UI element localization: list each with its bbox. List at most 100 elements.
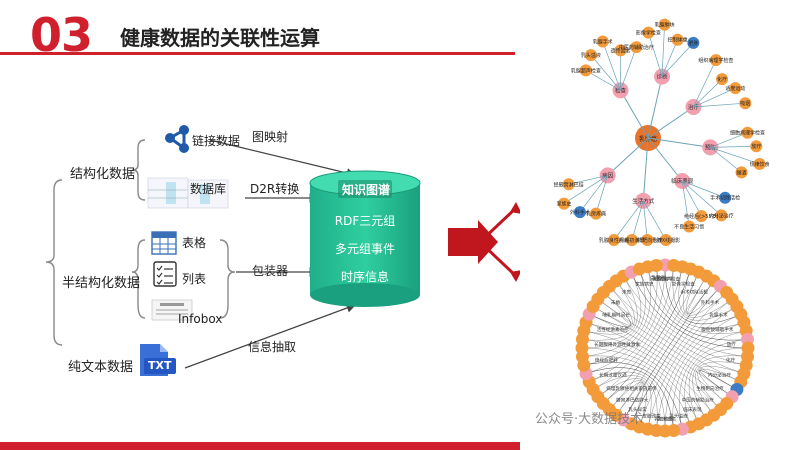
graph-leaf-label: 生物靶向治疗: [632, 237, 662, 244]
bracket-semi: [131, 239, 146, 319]
graph-leaf-node: [579, 64, 592, 77]
watermark: 公众号·大数据技术: [535, 412, 644, 427]
ring-label: 长期过量饮酒: [599, 371, 627, 378]
graph-leaf-node: [607, 234, 620, 246]
ring-label: 未婚: [611, 299, 621, 306]
page-title: 健康数据的关联性运算: [120, 26, 320, 50]
cylinder-event: 多元组事件: [334, 242, 395, 256]
arrow-graph-mapping: [209, 139, 357, 178]
graph-leaf-label: 规律饮食: [750, 161, 770, 168]
txt-label: TXT: [148, 359, 172, 372]
graph-leaf-label: 不良生活习惯: [674, 223, 704, 230]
graph-leaf-node: [739, 97, 752, 110]
graph-leaf-node: [753, 157, 766, 170]
arrow-extraction: [184, 303, 357, 369]
ring-label: 乳头溢液: [669, 412, 688, 419]
ring-label: 内分泌治疗: [708, 371, 731, 378]
graph-leaf-label: 遗传因素: [611, 47, 631, 54]
graph-leaf-node: [584, 49, 597, 62]
list-icon: [153, 261, 177, 287]
graph-leaf-label: 乳腺手术: [593, 38, 613, 45]
bottom-bar: [0, 442, 520, 450]
graph-leaf-node: [709, 54, 722, 67]
ring-label: 腋窝淋巴结肿大: [616, 397, 649, 404]
table-icon: [151, 231, 177, 255]
graph-hub-label: 病因: [602, 171, 614, 179]
ring-label: 临床表现: [683, 406, 702, 413]
graph-leaf-node: [642, 26, 655, 39]
ring-label: 生物靶向治疗: [696, 385, 724, 392]
database-label: 数据库: [190, 182, 227, 196]
graph-leaf-node: [683, 220, 696, 233]
ring-label: 乳腺癌: [651, 274, 665, 281]
linked-data-label: 链接数据: [192, 134, 241, 148]
graph-leaf-label: 适度运动: [725, 85, 745, 92]
graph-leaf-node: [687, 36, 700, 49]
ring-label: 乳头凹陷: [657, 416, 676, 423]
ring-label: 腹腔镜辅助手术: [701, 326, 734, 333]
graph-leaf-label: 影像学检查: [636, 30, 661, 37]
graph-leaf-node: [719, 191, 732, 204]
graph-leaf-label: 乳腺X线摄影: [652, 237, 680, 244]
graph-leaf-node: [735, 166, 748, 179]
graph-leaf-node: [671, 33, 684, 46]
table-label: 表格: [182, 236, 207, 250]
pipeline-diagram: [45, 125, 520, 376]
graph-leaf-label: 乳腺超声检查: [571, 67, 601, 74]
wrapper-label: 包装器: [252, 264, 289, 278]
ring-label: 影像学检查: [672, 281, 695, 288]
graph-mapping-label: 图映射: [252, 130, 289, 144]
ring-label: 绝经后肥胖: [595, 356, 618, 363]
graph-leaf-label: 细胞病理学检查: [730, 130, 765, 137]
graph-hub-node: [674, 173, 691, 190]
graph-leaf-node: [625, 234, 638, 246]
ring-label: 病理乳腺癌相关家族遗传: [606, 385, 657, 392]
extraction-label: 信息抽取: [248, 340, 297, 354]
graph-leaf-label: 肥胖: [688, 40, 698, 47]
ring-label: 乳头异常: [628, 406, 647, 413]
ring-node: [649, 258, 663, 272]
header-divider: [0, 52, 515, 55]
ring-label: 放疗: [727, 341, 737, 348]
graph-leaf-node: [750, 140, 763, 153]
knowledge-graph-visuals: 乳腺癌检查诊断治疗预防临床表现生活方式病因乳腺超声检查影像学检查组织病理学检查细…: [554, 18, 770, 438]
graph-leaf-label: 酗酒: [737, 169, 747, 176]
database-icon: [147, 177, 229, 209]
list-label: 列表: [182, 272, 207, 286]
graph-leaf-label: 手术切除活检: [710, 195, 740, 202]
graph-leaf-label: 内分泌治疗: [709, 212, 734, 219]
cylinder-title: 知识图谱: [341, 183, 390, 197]
ring-label: 中医药辅助治疗: [682, 397, 715, 404]
graph-leaf-label: 经腋窝淋巴结: [554, 181, 584, 188]
structured-data-label: 结构化数据: [70, 167, 136, 182]
graph-leaf-label: 乳房疼痛: [586, 211, 606, 218]
infobox-icon: [151, 299, 193, 321]
graph-leaf-label: 家族史: [556, 201, 571, 208]
graph-leaf-node: [695, 210, 708, 223]
graph-leaf-node: [641, 234, 654, 246]
ring-label: 月经初潮早: [650, 276, 673, 283]
cylinder-rdf: RDF三元组: [334, 214, 396, 228]
graph-leaf-node: [729, 82, 742, 95]
bracket-main: [45, 179, 63, 346]
graph-leaf-node: [614, 44, 627, 57]
graph-leaf-node: [659, 234, 672, 246]
ring-label: 活性经激素治疗: [597, 326, 630, 333]
graph-leaf-label: 放疗: [751, 143, 761, 150]
txt-file-icon: [140, 344, 176, 376]
bracket-structured: [131, 139, 146, 201]
ring-label: 家族病史: [635, 281, 654, 288]
linked-data-icon: [165, 125, 189, 153]
graph-leaf-label: 月经初潮早: [619, 237, 644, 244]
graph-leaf-label: 外科手术: [570, 209, 590, 216]
ring-label: 乳房疼痛: [654, 416, 673, 423]
plain-text-data-label: 纯文本数据: [68, 360, 134, 375]
ring-label: 皮肤改变: [642, 412, 661, 419]
graph-leaf-node: [557, 197, 570, 210]
graph-leaf-label: 乳腺肿块: [655, 22, 675, 29]
ring-label: 未育: [622, 288, 632, 295]
ring-label: 哺乳期时间长: [602, 312, 630, 319]
infobox-label: Infobox: [178, 312, 223, 326]
graph-leaf-node: [630, 41, 643, 54]
